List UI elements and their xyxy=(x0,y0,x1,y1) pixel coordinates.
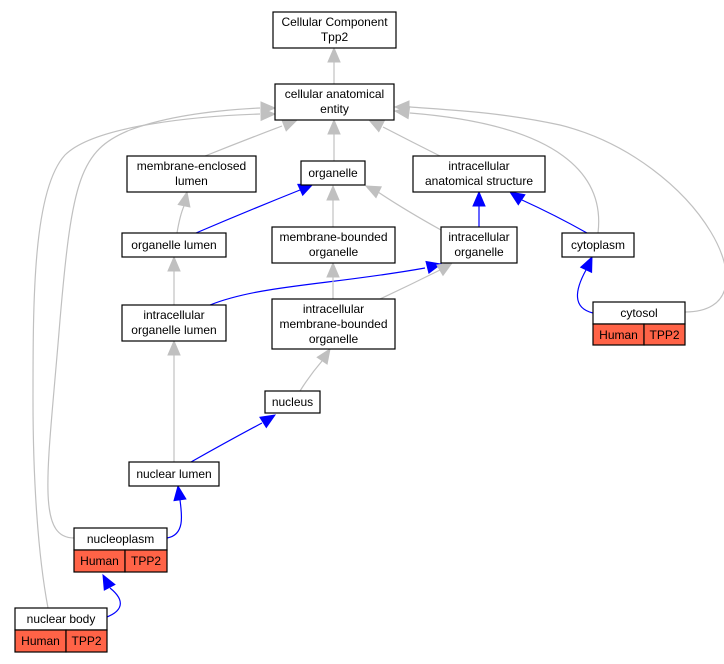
annotation-gene-cell xyxy=(643,323,686,346)
edge-is-a-orl-to-mel xyxy=(176,205,185,234)
edge-is-a-mel-to-cae xyxy=(204,125,283,157)
arrowhead-icon xyxy=(367,119,385,133)
node-organelle-lumen[interactable]: organelle lumen xyxy=(121,232,227,258)
arrowhead-icon xyxy=(326,261,340,278)
node-label: membrane-bounded xyxy=(279,230,387,244)
arrowhead-icon xyxy=(327,46,341,63)
node-label: nucleoplasm xyxy=(87,532,154,546)
node-intracellular-membrane-bounded-organelle[interactable]: intracellular membrane-bounded organelle xyxy=(271,298,396,350)
annotation-gene: TPP2 xyxy=(71,634,101,648)
node-label: Tpp2 xyxy=(321,30,349,44)
node-label: anatomical structure xyxy=(425,174,533,188)
annotation-gene: TPP2 xyxy=(649,328,679,342)
node-label: cytosol xyxy=(620,306,657,320)
edge-is-a-cytosol-to-cae xyxy=(409,106,724,313)
node-cellular-component-tpp2[interactable]: Cellular Component Tpp2 xyxy=(272,11,397,49)
edge-part-of-orl-to-org xyxy=(195,189,301,234)
arrowhead-icon xyxy=(173,484,187,502)
node-label: intracellular xyxy=(143,308,204,322)
arrowhead-icon xyxy=(297,183,315,197)
arrowhead-icon xyxy=(102,573,116,591)
edge-part-of-iol-to-io xyxy=(209,267,426,306)
edge-part-of-nl-to-nuc xyxy=(190,422,263,463)
arrowhead-icon xyxy=(167,339,181,356)
node-nucleoplasm[interactable]: nucleoplasm Human TPP2 xyxy=(73,527,168,573)
edge-part-of-cyp-to-ias xyxy=(521,199,588,234)
edge-is-a-cyp-to-cae xyxy=(409,112,600,234)
arrowhead-icon xyxy=(579,255,593,274)
edge-part-of-cytosol-to-cyp xyxy=(576,269,594,314)
edge-is-a-nuc-to-imbo xyxy=(299,360,323,392)
node-organelle[interactable]: organelle xyxy=(300,160,366,186)
annotation-gene-cell xyxy=(65,629,108,653)
node-label: intracellular xyxy=(448,159,509,173)
arrowhead-icon xyxy=(364,185,382,199)
node-cellular-anatomical-entity[interactable]: cellular anatomical entity xyxy=(274,83,395,121)
node-label: organelle lumen xyxy=(131,323,216,337)
node-intracellular-anatomical-structure[interactable]: intracellular anatomical structure xyxy=(412,155,546,193)
annotation-species: Human xyxy=(21,634,60,648)
edge-is-a-imbo-to-io xyxy=(379,269,441,300)
annotation-species: Human xyxy=(599,328,638,342)
node-cytosol[interactable]: cytosol Human TPP2 xyxy=(592,301,686,346)
arrowhead-icon xyxy=(472,190,486,207)
arrowhead-icon xyxy=(260,107,277,122)
annotation-species: Human xyxy=(80,554,119,568)
edge-is-a-np-to-cae xyxy=(47,107,261,539)
annotation-gene: TPP2 xyxy=(131,554,161,568)
node-label: membrane-enclosed xyxy=(137,159,246,173)
node-label: organelle xyxy=(309,245,359,259)
arrowhead-icon xyxy=(326,184,340,201)
arrowhead-icon xyxy=(259,414,277,429)
edge-is-a-nb-to-cae xyxy=(32,113,261,609)
edge-is-a-io-to-org xyxy=(377,191,442,231)
node-label: lumen xyxy=(175,174,208,188)
node-membrane-bounded-organelle[interactable]: membrane-bounded organelle xyxy=(271,226,396,264)
annotation-gene-cell xyxy=(124,549,168,573)
node-label: nuclear body xyxy=(27,612,96,626)
arrowhead-icon xyxy=(281,119,299,132)
node-label: nucleus xyxy=(272,395,313,409)
node-label: organelle lumen xyxy=(131,238,216,252)
arrowhead-icon xyxy=(436,262,454,277)
node-label: membrane-bounded xyxy=(279,317,387,331)
node-label: organelle xyxy=(309,332,359,346)
arrowhead-icon xyxy=(327,118,341,135)
node-label: organelle xyxy=(454,245,504,259)
node-membrane-enclosed-lumen[interactable]: membrane-enclosed lumen xyxy=(126,155,257,193)
nodes-layer: Cellular Component Tpp2 cellular anatomi… xyxy=(14,11,686,653)
node-label: organelle xyxy=(308,166,358,180)
node-nuclear-body[interactable]: nuclear body Human TPP2 xyxy=(14,607,108,653)
node-nucleus[interactable]: nucleus xyxy=(264,390,321,414)
node-label: cellular anatomical xyxy=(285,87,384,101)
node-label: nuclear lumen xyxy=(136,467,211,481)
arrowhead-icon xyxy=(508,191,526,206)
node-intracellular-organelle-lumen[interactable]: intracellular organelle lumen xyxy=(121,304,227,342)
node-cytoplasm[interactable]: cytoplasm xyxy=(561,232,635,258)
node-label: intracellular xyxy=(303,302,364,316)
node-label: intracellular xyxy=(448,230,509,244)
edge-part-of-np-to-nl xyxy=(166,499,183,539)
node-label: entity xyxy=(320,102,349,116)
arrowhead-icon xyxy=(393,100,410,114)
node-label: cytoplasm xyxy=(571,238,625,252)
node-intracellular-organelle[interactable]: intracellular organelle xyxy=(440,226,518,264)
arrowhead-icon xyxy=(167,255,181,272)
node-label: Cellular Component xyxy=(281,15,388,29)
node-nuclear-lumen[interactable]: nuclear lumen xyxy=(128,461,220,487)
edges-layer xyxy=(32,46,724,620)
arrowhead-icon xyxy=(177,190,191,208)
arrowhead-icon xyxy=(425,260,443,275)
edge-is-a-ias-to-cae xyxy=(382,126,441,157)
arrowhead-icon xyxy=(316,347,331,365)
